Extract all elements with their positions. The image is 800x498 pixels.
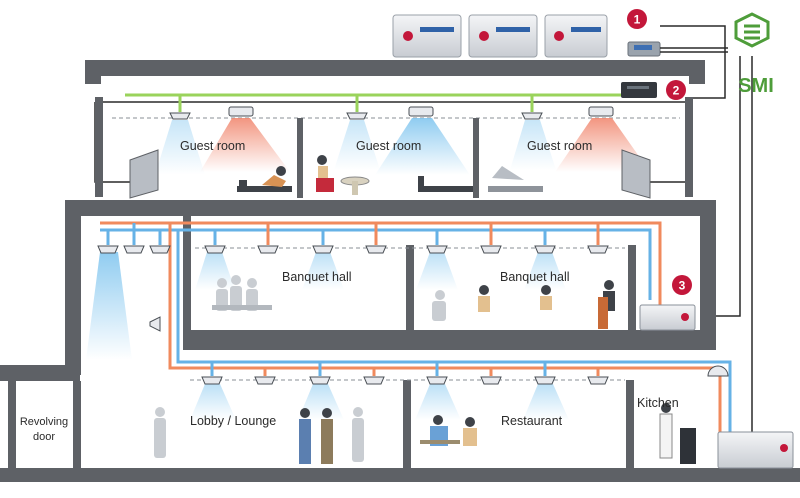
outdoor-unit-1 [392, 14, 462, 58]
label-guest-room-1: Guest room [180, 139, 245, 153]
mid-slab-upper [65, 200, 715, 216]
svg-text:1: 1 [634, 13, 641, 27]
air-flows-middle [86, 252, 566, 360]
middle-floor-structure [65, 200, 716, 375]
marker-2: 2 [666, 80, 686, 100]
pipes-lower [210, 362, 600, 376]
air-handling-unit-3 [639, 304, 696, 331]
central-controller-device [627, 41, 661, 57]
label-banquet-hall-2: Banquet hall [500, 270, 570, 284]
wall-units-guest [129, 149, 651, 199]
svg-text:2: 2 [673, 84, 680, 98]
label-banquet-hall-1: Banquet hall [282, 270, 352, 284]
air-handling-unit-kitchen [717, 431, 794, 469]
indoor-unit-controller-2 [621, 82, 657, 98]
label-revolving-door-line1: Revolving [20, 416, 68, 428]
pipes-middle [100, 221, 732, 445]
label-kitchen: Kitchen [637, 396, 679, 410]
label-lobby-lounge: Lobby / Lounge [190, 414, 276, 428]
label-guest-room-2: Guest room [356, 139, 421, 153]
smi-logo: SMI [728, 12, 784, 97]
lower-floor-structure [0, 365, 800, 482]
label-revolving-door-line2: door [33, 431, 55, 443]
outdoor-unit-2 [468, 14, 538, 58]
marker-1: 1 [627, 9, 647, 29]
ceiling-cassettes-upper [169, 106, 614, 120]
furniture-guest-rooms [237, 155, 543, 195]
ceiling-cassettes-lower [201, 365, 729, 385]
green-refrigerant-line [125, 93, 630, 112]
svg-text:SMI: SMI [738, 75, 774, 97]
air-flows-lower [190, 384, 569, 420]
svg-text:3: 3 [679, 279, 686, 293]
banquet-figures [212, 275, 615, 329]
marker-3: 3 [672, 275, 692, 295]
label-guest-room-3: Guest room [527, 139, 592, 153]
roof-structure [85, 60, 705, 84]
ceiling-cassettes-middle [97, 245, 609, 332]
label-restaurant: Restaurant [501, 414, 563, 428]
outdoor-unit-3 [544, 14, 608, 58]
lower-figures [154, 403, 696, 464]
upper-floor-structure [95, 97, 693, 198]
